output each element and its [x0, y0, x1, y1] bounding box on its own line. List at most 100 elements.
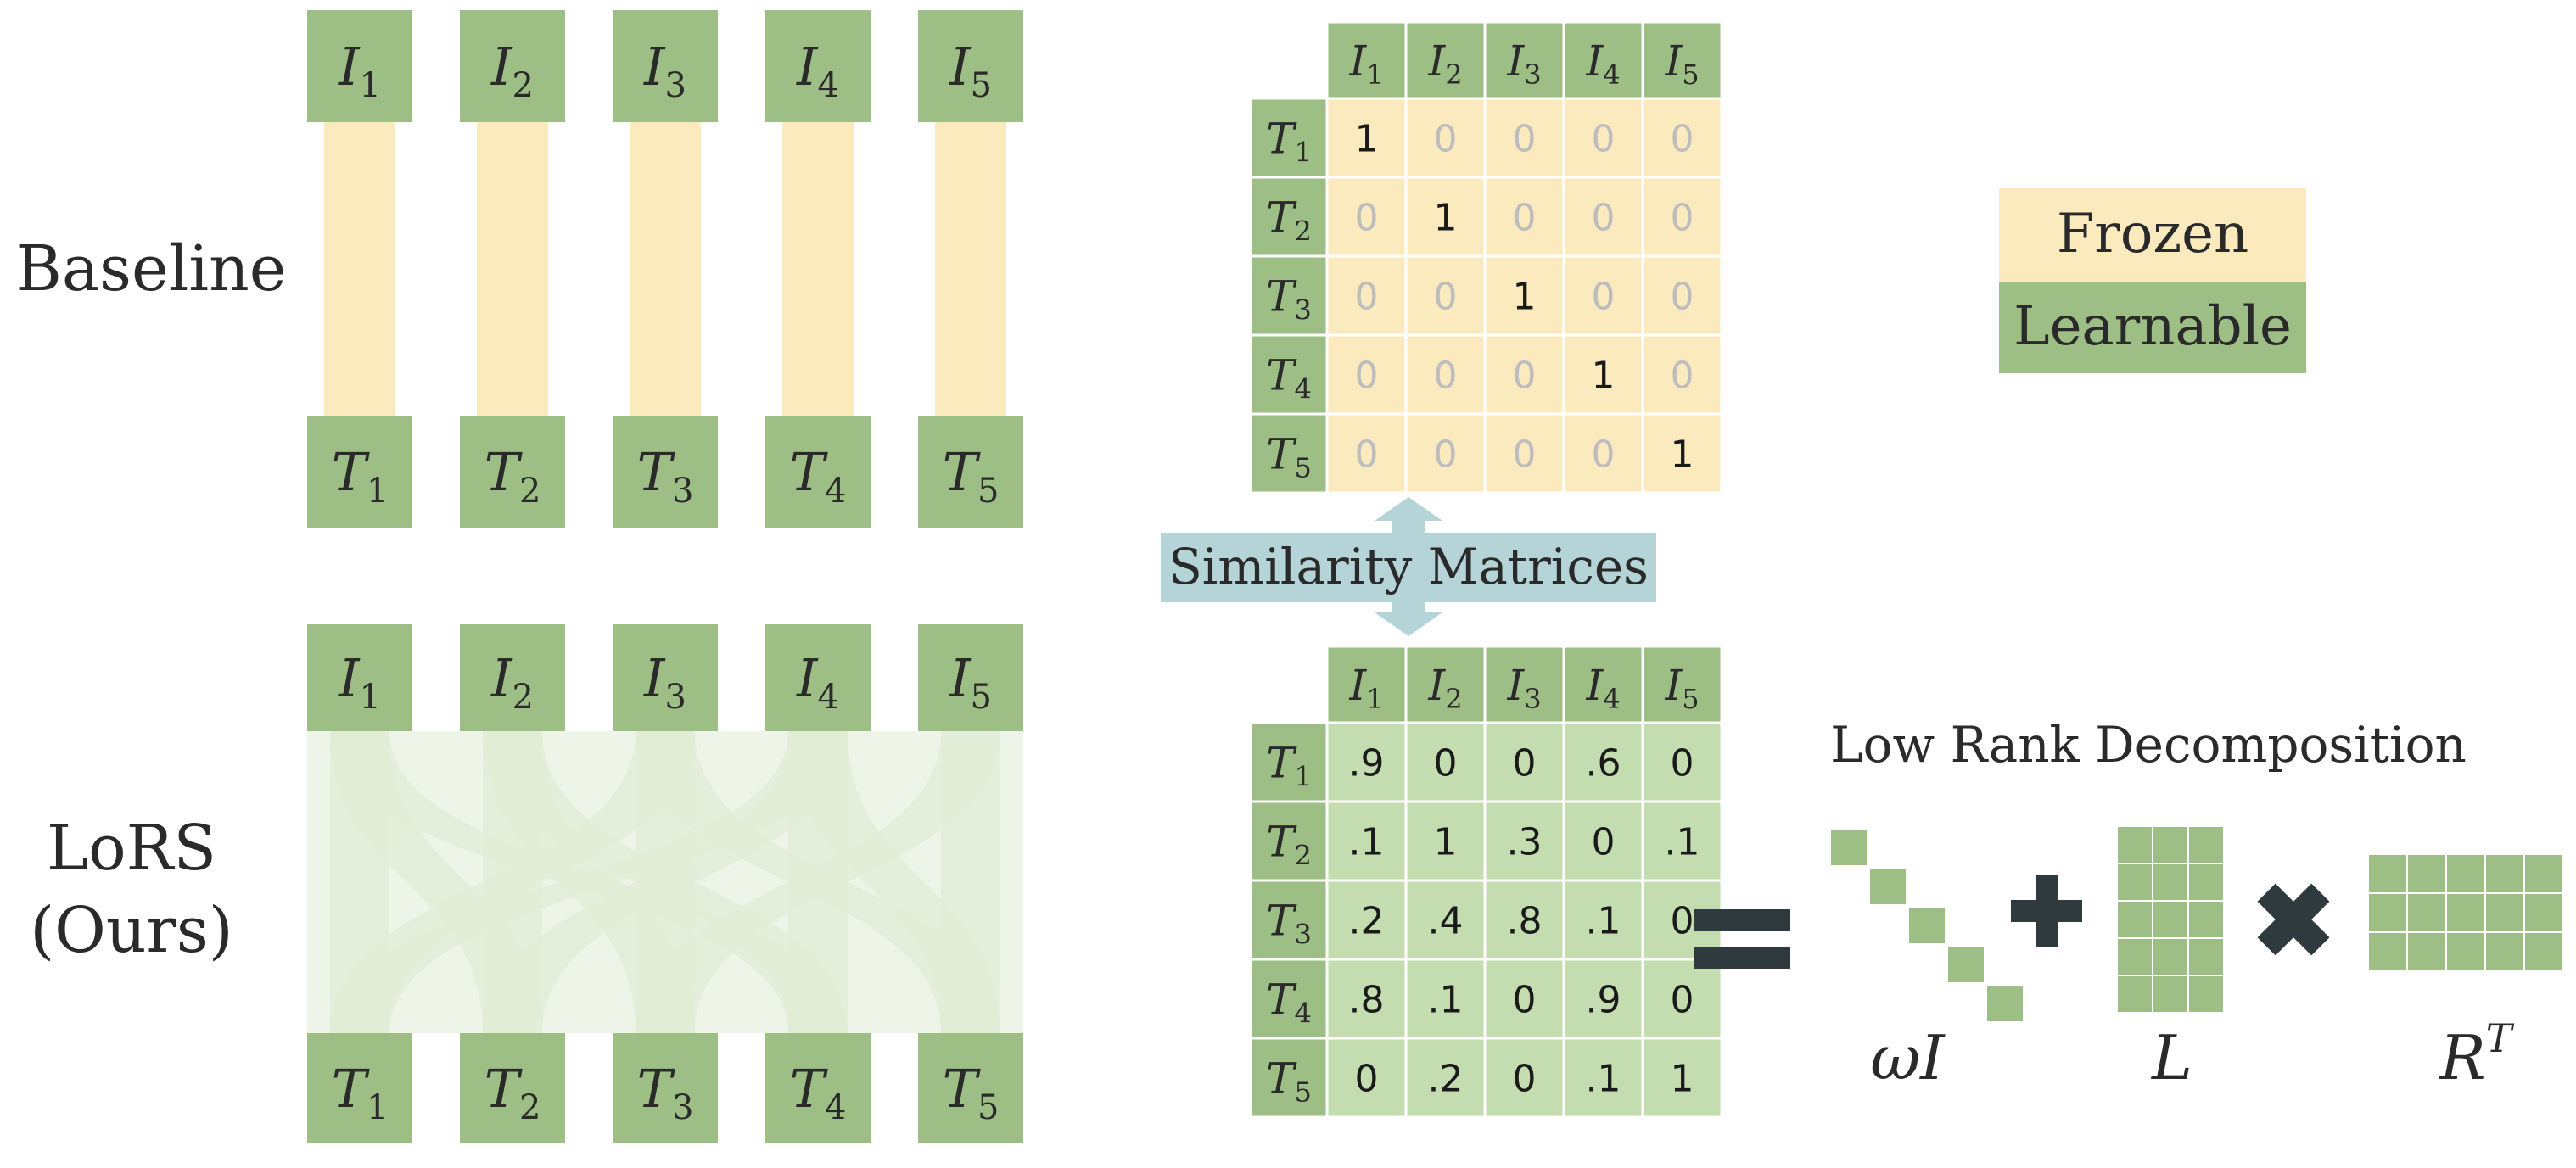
lors-text-node-box: [613, 1033, 718, 1143]
matrix-cell-value: 0: [1671, 118, 1694, 161]
matrix-row-header-label: T2: [1266, 193, 1312, 248]
matrix-cell-value: 0: [1355, 197, 1379, 240]
r-grid-cell: [2525, 894, 2562, 931]
lors-image-node-1: I1: [307, 624, 412, 731]
node-label-sub: 1: [367, 472, 388, 511]
l-grid-cell: [2189, 976, 2223, 1012]
lors-connection-curve: [330, 731, 848, 1033]
l-grid-cell: [2118, 902, 2152, 937]
matrix-cell-value: 1: [1434, 197, 1458, 240]
legend-frozen-swatch: [1999, 188, 2306, 282]
lors-connection-curve: [483, 731, 848, 1033]
matrix-cell-value: 0: [1513, 979, 1537, 1022]
node-label-base: T: [484, 1058, 524, 1120]
matrix-cell: [1641, 958, 1723, 1040]
node-label-sub: 4: [818, 66, 839, 105]
matrix-cell: [1641, 333, 1723, 416]
matrix-cell-value: .4: [1428, 900, 1464, 943]
lors-text-node-label: T3: [637, 1058, 694, 1127]
baseline-text-node-label: T2: [484, 441, 541, 511]
matrix-cell-value: 0: [1592, 197, 1616, 240]
node-label-sub: 4: [825, 472, 846, 511]
matrix-cell: [1483, 879, 1565, 961]
matrix-cell: [1562, 176, 1644, 258]
matrix-col-header-label: I4: [1585, 36, 1620, 91]
matrix-cell: [1404, 879, 1487, 961]
l-matrix-grid: [2118, 827, 2223, 1012]
baseline-label: Baseline: [15, 232, 286, 305]
baseline-frozen-bar: [324, 122, 395, 416]
baseline-image-node-label: I5: [949, 36, 992, 105]
header-sub: 2: [1295, 840, 1312, 872]
baseline-text-node-2: T2: [460, 416, 565, 528]
lors-image-node-5: I5: [918, 624, 1023, 731]
baseline-frozen-bar: [782, 122, 854, 416]
matrix-cell-value: 0: [1671, 276, 1694, 319]
l-grid-cell: [2153, 864, 2187, 900]
low-rank-decomposition: Low Rank Decomposition ωI L RT: [1694, 716, 2562, 1093]
matrix-cell: [1483, 254, 1565, 337]
baseline-text-node-box: [918, 416, 1023, 528]
matrix-cell-value: .2: [1349, 900, 1385, 943]
node-label-sub: 5: [971, 678, 992, 717]
matrix-cell: [1641, 1037, 1723, 1119]
baseline-image-node-box: [613, 10, 718, 122]
l-grid-cell: [2153, 939, 2187, 975]
header-base: T: [1266, 818, 1297, 867]
matrix-row-header-label: T1: [1266, 739, 1312, 793]
r-grid-cell: [2486, 933, 2523, 970]
similarity-label: Similarity Matrices: [1168, 538, 1649, 595]
matrix-cell-value: 0: [1671, 979, 1694, 1022]
plus-vertical: [2036, 875, 2058, 947]
node-label-base: I: [643, 647, 666, 709]
header-base: I: [1506, 36, 1525, 86]
matrix-cell-value: 0: [1355, 355, 1379, 398]
baseline-frozen-bar: [477, 122, 548, 416]
header-base: I: [1585, 36, 1604, 86]
matrix-row-header: [1249, 176, 1329, 258]
baseline-image-node-box: [460, 10, 565, 122]
r-grid-cell: [2408, 894, 2445, 931]
node-label-base: I: [490, 647, 513, 709]
matrix-cell-value: 0: [1355, 433, 1379, 477]
omega-identity-diagonal: [1831, 830, 2023, 1021]
matrix-cell-value: 1: [1355, 118, 1379, 161]
baseline-image-node-2: I2: [460, 10, 565, 122]
header-sub: 4: [1295, 998, 1312, 1030]
matrix-cell: [1404, 721, 1487, 803]
matrix-row-header: [1249, 97, 1329, 179]
node-label-sub: 3: [672, 1088, 693, 1127]
node-label-sub: 1: [360, 66, 381, 105]
matrix-cell-value: 0: [1434, 118, 1458, 161]
node-label-base: T: [484, 441, 524, 503]
node-label-base: T: [943, 441, 982, 503]
node-label-base: I: [796, 36, 819, 98]
l-grid-cell: [2118, 976, 2152, 1012]
matrix-cell-value: 0: [1671, 355, 1694, 398]
node-label-base: I: [338, 36, 361, 98]
matrix-cell: [1562, 879, 1644, 961]
node-label-base: T: [943, 1058, 982, 1120]
matrix-col-header-label: I2: [1427, 36, 1462, 91]
baseline-text-node-1: T1: [307, 416, 412, 528]
header-base: I: [1427, 661, 1446, 710]
matrix-row-header-label: T1: [1266, 115, 1312, 169]
baseline-text-node-box: [460, 416, 565, 528]
node-label-base: I: [949, 647, 972, 709]
matrix-cell-value: 0: [1513, 355, 1537, 398]
lors-image-node-box: [765, 624, 871, 731]
matrix-cell: [1562, 1037, 1644, 1119]
matrix-col-header-label: I2: [1427, 661, 1462, 715]
node-label-base: T: [637, 1058, 676, 1120]
matrix-cell: [1404, 176, 1487, 258]
matrix-cell-value: .1: [1586, 1058, 1621, 1101]
node-label-base: T: [332, 1058, 371, 1120]
matrix-cell: [1325, 721, 1408, 803]
header-sub: 3: [1524, 683, 1541, 715]
matrix-cell-value: 0: [1513, 118, 1537, 161]
lors-connection-curve: [636, 731, 1000, 1033]
lors-image-node-label: I4: [796, 647, 839, 717]
matrix-cell-value: 0: [1592, 276, 1616, 319]
omega-diag-cell: [1909, 908, 1945, 943]
